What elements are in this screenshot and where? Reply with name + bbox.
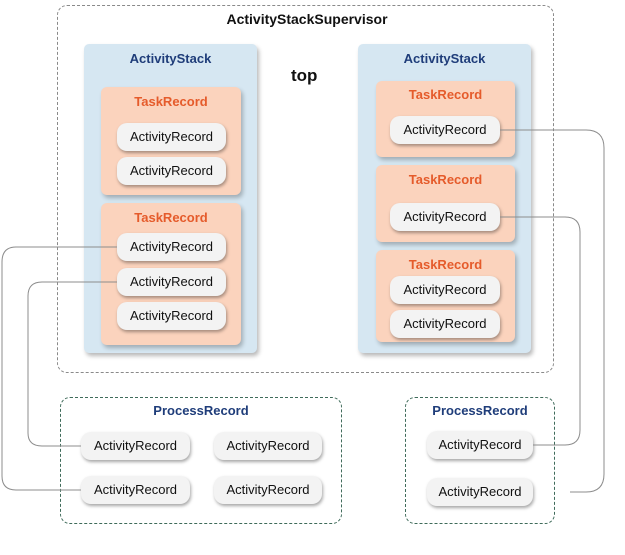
process-record-right-title: ProcessRecord bbox=[432, 403, 528, 418]
activity-record: ActivityRecord bbox=[81, 476, 190, 504]
activity-record: ActivityRecord bbox=[214, 476, 322, 504]
process-record-left-title: ProcessRecord bbox=[153, 403, 249, 418]
activity-record: ActivityRecord bbox=[117, 123, 226, 151]
activity-record: ActivityRecord bbox=[427, 431, 533, 459]
activity-record: ActivityRecord bbox=[214, 432, 322, 460]
activity-record: ActivityRecord bbox=[390, 276, 500, 304]
activity-record: ActivityRecord bbox=[81, 432, 190, 460]
connector-task-stack-left bbox=[1, 246, 117, 491]
task-record-title: TaskRecord bbox=[408, 257, 483, 272]
connector-task-stack-left bbox=[27, 281, 117, 447]
task-record-title: TaskRecord bbox=[134, 94, 208, 109]
supervisor-title: ActivityStackSupervisor bbox=[226, 11, 388, 27]
connector-task-stack-right bbox=[500, 129, 605, 493]
top-label: top bbox=[291, 66, 318, 85]
activity-record: ActivityRecord bbox=[427, 478, 533, 506]
activity-stack-left-title: ActivityStack bbox=[129, 51, 212, 66]
activity-record: ActivityRecord bbox=[117, 157, 226, 185]
task-record-title: TaskRecord bbox=[408, 87, 483, 102]
activity-stack-right-title: ActivityStack bbox=[403, 51, 486, 66]
activity-record: ActivityRecord bbox=[390, 310, 500, 338]
connector-task-stack-right bbox=[500, 216, 581, 446]
task-record-title: TaskRecord bbox=[134, 210, 208, 225]
task-record-title: TaskRecord bbox=[408, 172, 483, 187]
activity-record: ActivityRecord bbox=[117, 302, 226, 330]
activity-record: ActivityRecord bbox=[117, 233, 226, 261]
activity-record: ActivityRecord bbox=[390, 203, 500, 231]
activity-record: ActivityRecord bbox=[117, 268, 226, 296]
activity-record: ActivityRecord bbox=[390, 116, 500, 144]
